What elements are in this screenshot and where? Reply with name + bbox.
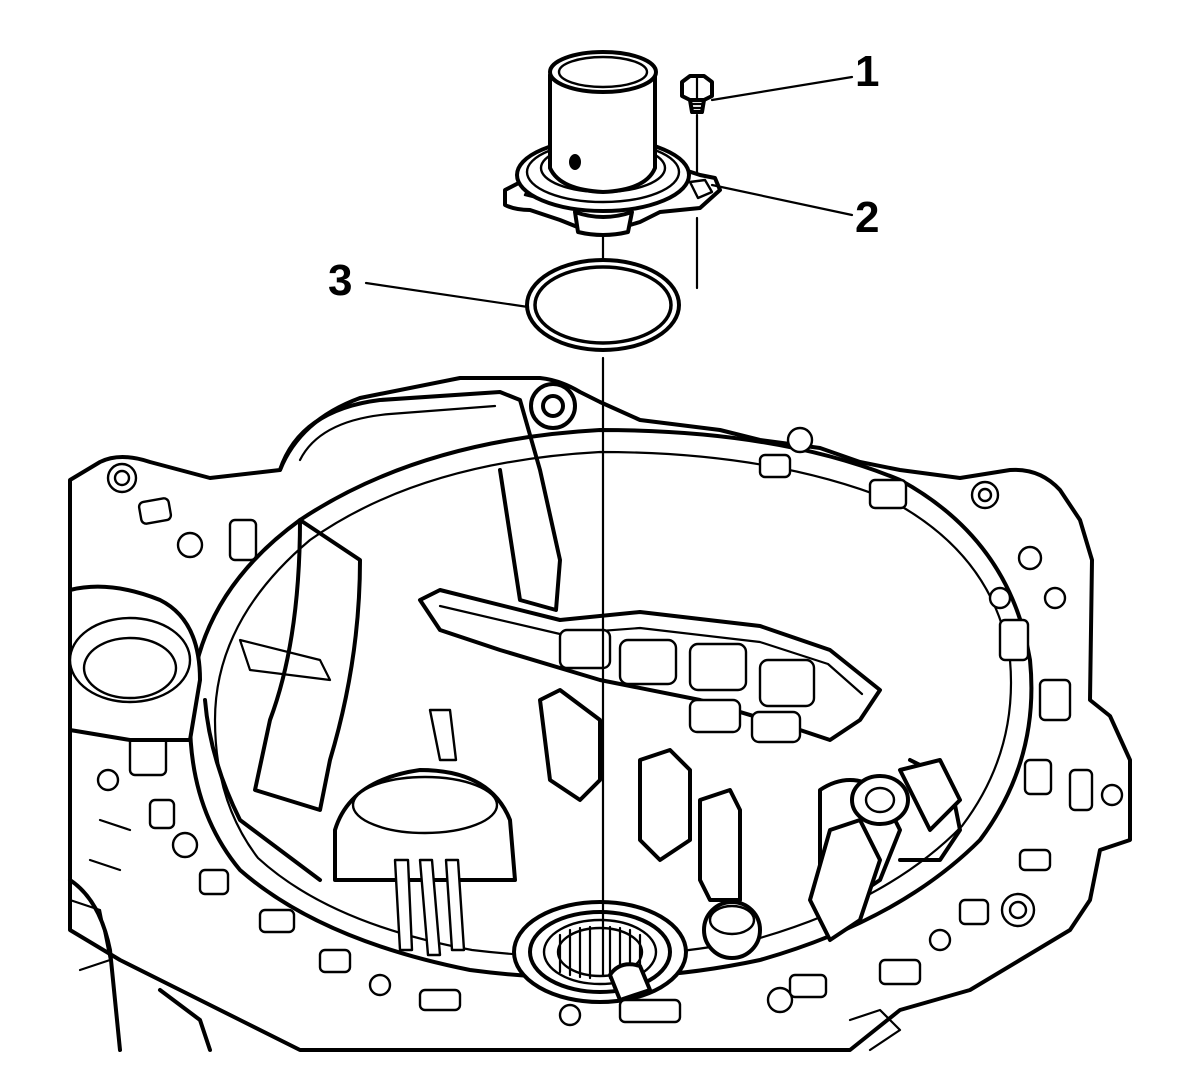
o-ring-seal	[525, 258, 681, 352]
rib-grid	[558, 628, 816, 744]
release-bearing-guide-tube	[503, 50, 722, 237]
input-shaft-bearing	[512, 900, 688, 1004]
callout-leaders	[364, 75, 854, 309]
flange-pockets	[128, 453, 1094, 1024]
callout-number-3: 3	[328, 256, 352, 305]
callout-number-1: 1	[855, 47, 879, 96]
flange-bolt-holes	[96, 426, 1124, 1027]
transmission-housing	[68, 376, 1132, 1052]
bolt	[680, 74, 714, 114]
callout-number-2: 2	[855, 193, 879, 242]
